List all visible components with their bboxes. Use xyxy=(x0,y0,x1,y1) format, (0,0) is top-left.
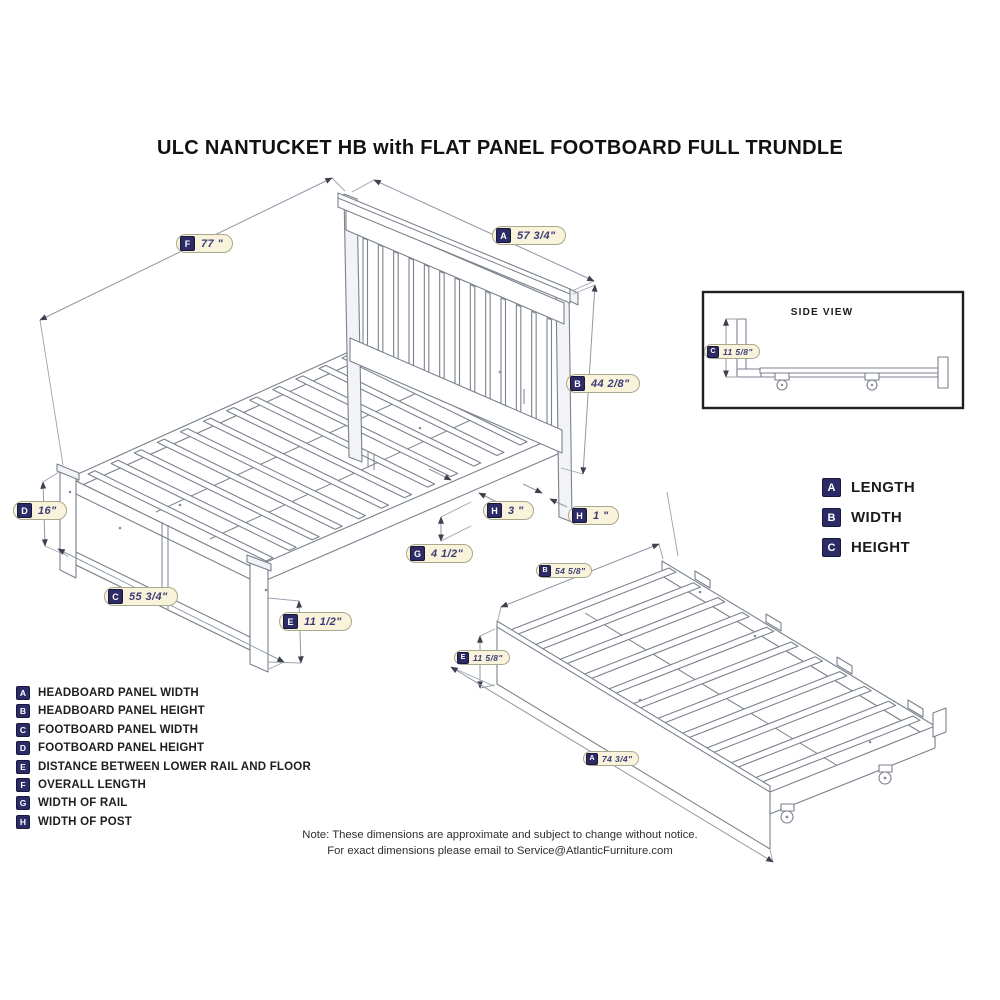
dim-value: 4 1/2" xyxy=(431,547,464,560)
key-legend-row: F OVERALL LENGTH xyxy=(16,777,311,792)
key-legend-row: H WIDTH OF POST xyxy=(16,814,311,829)
side-view-title: SIDE VIEW xyxy=(791,307,853,318)
dim-value: 11 1/2" xyxy=(304,615,342,628)
legend-letter-badge: E xyxy=(16,759,30,774)
abc-legend-row-width: B WIDTH xyxy=(822,508,915,527)
dim-letter-badge: H xyxy=(487,503,502,518)
legend-label: HEADBOARD PANEL HEIGHT xyxy=(38,705,205,718)
legend-letter-badge: A xyxy=(16,686,30,700)
dim-letter-badge: H xyxy=(572,508,587,523)
key-legend-row: E DISTANCE BETWEEN LOWER RAIL AND FLOOR xyxy=(16,759,311,774)
legend-letter-badge: G xyxy=(16,796,30,811)
dim-letter-badge: F xyxy=(180,236,195,251)
legend-label: WIDTH OF RAIL xyxy=(38,797,128,810)
legend-letter-badge: B xyxy=(822,508,841,527)
key-legend-row: B HEADBOARD PANEL HEIGHT xyxy=(16,704,311,719)
legend-label: FOOTBOARD PANEL HEIGHT xyxy=(38,742,205,755)
legend-letter-badge: D xyxy=(16,741,30,756)
dim-label-sideview-height: C 11 5/8" xyxy=(704,344,760,359)
dim-value: 1 " xyxy=(593,509,609,522)
dim-letter-badge: D xyxy=(17,503,32,518)
dim-label-lower-rail-to-floor: E 11 1/2" xyxy=(279,612,352,631)
dim-label-width-of-post-1: H 1 " xyxy=(568,506,619,525)
legend-label: FOOTBOARD PANEL WIDTH xyxy=(38,723,199,736)
dim-label-trundle-length: A 74 3/4" xyxy=(583,751,640,766)
dim-letter-badge: A xyxy=(496,228,511,243)
dim-label-headboard-panel-height: B 44 2/8" xyxy=(566,374,640,393)
legend-letter-badge: B xyxy=(16,704,30,719)
dim-value: 57 3/4" xyxy=(517,229,556,242)
page-title: ULC NANTUCKET HB with FLAT PANEL FOOTBOA… xyxy=(156,137,844,159)
key-legend-row: C FOOTBOARD PANEL WIDTH xyxy=(16,722,311,737)
dim-value: 44 2/8" xyxy=(591,377,630,390)
dim-label-footboard-panel-height: D 16" xyxy=(13,501,67,520)
dim-label-width-of-post-3: H 3 " xyxy=(483,501,534,520)
dim-value: 3 " xyxy=(508,504,524,517)
dim-label-trundle-width: B 54 5/8" xyxy=(536,563,593,578)
dim-label-width-of-rail: G 4 1/2" xyxy=(406,544,474,563)
legend-label: WIDTH OF POST xyxy=(38,815,132,828)
dim-value: 77 " xyxy=(201,237,224,250)
legend-letter-badge: A xyxy=(822,478,841,497)
dim-letter-badge: A xyxy=(586,752,598,765)
footnote: Note: These dimensions are approximate a… xyxy=(0,827,1000,859)
dim-value: 16" xyxy=(38,504,57,517)
footnote-line2: For exact dimensions please email to Ser… xyxy=(327,845,673,857)
legend-label: HEADBOARD PANEL WIDTH xyxy=(38,687,199,699)
footnote-line1: Note: These dimensions are approximate a… xyxy=(302,829,698,841)
legend-letter-badge: H xyxy=(16,814,30,829)
dim-value: 74 3/4" xyxy=(602,753,633,764)
dim-letter-badge: E xyxy=(283,614,298,629)
legend-label: DISTANCE BETWEEN LOWER RAIL AND FLOOR xyxy=(38,760,311,773)
abc-legend-row-length: A LENGTH xyxy=(822,478,915,497)
platform-slats xyxy=(87,354,528,562)
legend-label: OVERALL LENGTH xyxy=(38,778,147,791)
abc-legend: A LENGTH B WIDTH C HEIGHT xyxy=(822,478,915,568)
dim-letter-badge: C xyxy=(707,345,719,358)
dim-label-footboard-panel-width: C 55 3/4" xyxy=(104,587,178,606)
legend-label: HEIGHT xyxy=(851,539,911,556)
dim-letter-badge: G xyxy=(410,546,425,561)
dim-letter-badge: B xyxy=(570,376,585,391)
dim-value: 54 5/8" xyxy=(555,565,586,576)
dim-label-overall-length: F 77 " xyxy=(176,234,234,253)
key-legend-row: D FOOTBOARD PANEL HEIGHT xyxy=(16,741,311,756)
footboard xyxy=(56,463,272,673)
dim-value: 11 5/8" xyxy=(723,346,753,357)
dim-label-trundle-height: E 11 5/8" xyxy=(454,650,510,665)
key-legend-row: A HEADBOARD PANEL WIDTH xyxy=(16,686,311,700)
legend-letter-badge: C xyxy=(16,722,30,737)
legend-letter-badge: F xyxy=(16,777,30,792)
legend-letter-badge: C xyxy=(822,538,841,557)
dim-letter-badge: E xyxy=(457,651,469,664)
dim-label-headboard-panel-width: A 57 3/4" xyxy=(492,226,566,245)
dim-letter-badge: C xyxy=(108,589,123,604)
key-legend: A HEADBOARD PANEL WIDTH B HEADBOARD PANE… xyxy=(16,686,311,833)
legend-label: WIDTH xyxy=(851,509,903,526)
dim-value: 55 3/4" xyxy=(129,590,168,603)
key-legend-row: G WIDTH OF RAIL xyxy=(16,796,311,811)
dim-letter-badge: B xyxy=(539,564,551,577)
legend-label: LENGTH xyxy=(851,479,916,496)
abc-legend-row-height: C HEIGHT xyxy=(822,538,915,557)
dim-value: 11 5/8" xyxy=(473,652,503,663)
trundle-drawing xyxy=(496,560,947,850)
